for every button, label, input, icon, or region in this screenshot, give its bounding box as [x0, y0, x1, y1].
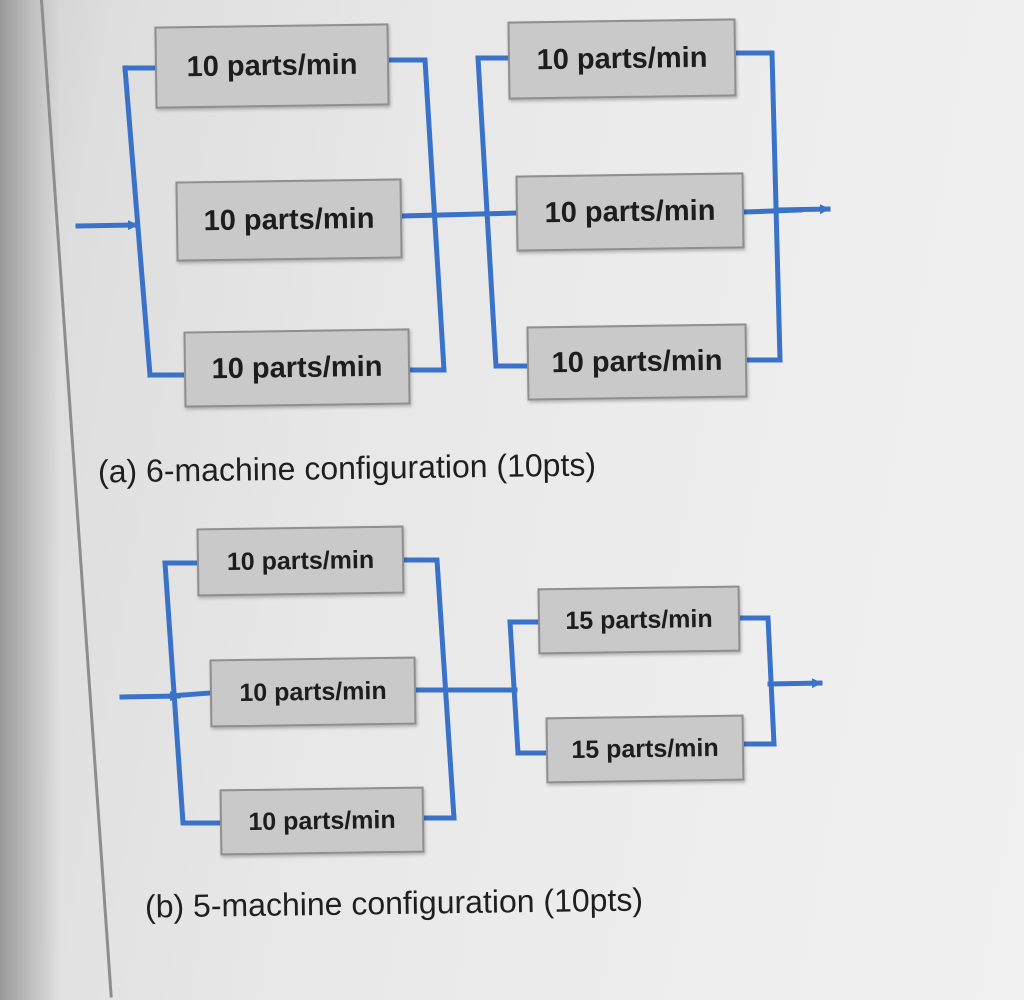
a-output-arrow — [773, 204, 831, 215]
b-stage1-machine-1: 10 parts/min — [196, 525, 405, 597]
b-stage2-right-bus — [737, 615, 777, 747]
a-stage2-machine-3: 10 parts/min — [526, 323, 748, 401]
a-stage1-machine-2: 10 parts/min — [175, 178, 403, 262]
a-stage1-machine-3: 10 parts/min — [183, 328, 411, 408]
a-middle-link — [397, 210, 521, 219]
a-stage2-machine-2: 10 parts/min — [515, 172, 745, 252]
b-stage2-left-bus — [507, 619, 553, 756]
a-stage1-left-bus — [122, 65, 153, 378]
a-input-arrow — [75, 220, 139, 231]
page-edge-shadow — [0, 0, 60, 1000]
caption-b: (b) 5-machine configuration (10pts) — [144, 881, 644, 925]
b-output-arrow — [767, 678, 823, 689]
b-stage2-machine-2: 15 parts/min — [545, 714, 745, 784]
b-stage1-machine-2: 10 parts/min — [209, 656, 417, 728]
caption-a: (a) 6-machine configuration (10pts) — [97, 446, 597, 490]
a-stage2-machine-1: 10 parts/min — [507, 18, 737, 100]
b-stage1-mid-feed — [167, 690, 213, 699]
b-stage1-left-bus — [162, 560, 223, 826]
b-stage2-machine-1: 15 parts/min — [537, 585, 741, 655]
a-stage2-left-bus — [475, 55, 531, 369]
a-stage2-right-bus — [733, 50, 783, 363]
a-stage1-machine-1: 10 parts/min — [154, 23, 390, 109]
b-stage1-machine-3: 10 parts/min — [219, 786, 425, 856]
